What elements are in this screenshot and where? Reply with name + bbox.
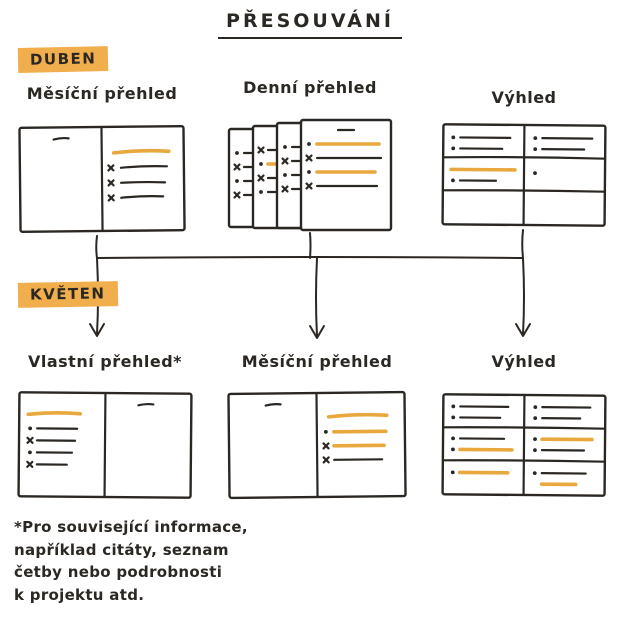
page-title: PŘESOUVÁNÍ [218,10,402,39]
monthly-spread-sketch-may [227,390,407,500]
item-label-april-outlook: Výhled [491,88,557,107]
future-log-grid-sketch-april [441,123,607,227]
item-label-may-outlook: Výhled [491,352,557,371]
item-label-may-custom: Vlastní přehled* [27,352,183,371]
diagram-item-may-outlook: Výhled [438,352,610,501]
footnote-line: například citáty, seznam [14,540,229,559]
left-page [52,136,70,141]
left-page [26,411,83,468]
monthly-spread-sketch-april [18,124,186,234]
item-label-april-daily: Denní přehled [243,78,377,97]
daily-page-4 [299,118,393,232]
right-page [137,402,155,407]
diagram-item-may-custom: Vlastní přehled* [10,352,200,501]
diagram-item-april-daily: Denní přehled [222,78,398,234]
footnote-line: *Pro související informace, [14,518,248,536]
footnote-line: k projektu atd. [14,585,145,604]
daily-pages-sketch-april [227,118,393,232]
item-label-may-monthly: Měsíční přehled [241,352,393,371]
footnote-line: četby nebo podrobnosti [14,563,223,581]
item-label-april-monthly: Měsíční přehled [26,84,178,103]
diagram-item-may-monthly: Měsíční přehled [226,352,408,501]
section-label-april: DUBEN [17,46,109,73]
grid-cell-contents [449,135,594,183]
future-log-grid-sketch-may [441,393,607,497]
right-page [322,412,389,464]
grid-cell-contents [450,404,594,487]
diagram-item-april-monthly: Měsíční přehled [12,84,192,235]
custom-spread-sketch-may [17,391,193,499]
right-page [107,148,171,202]
diagram-item-april-outlook: Výhled [438,88,610,231]
section-label-may: KVĚTEN [17,281,118,308]
footnote: *Pro související informace, například ci… [14,516,294,606]
left-page [264,403,282,407]
